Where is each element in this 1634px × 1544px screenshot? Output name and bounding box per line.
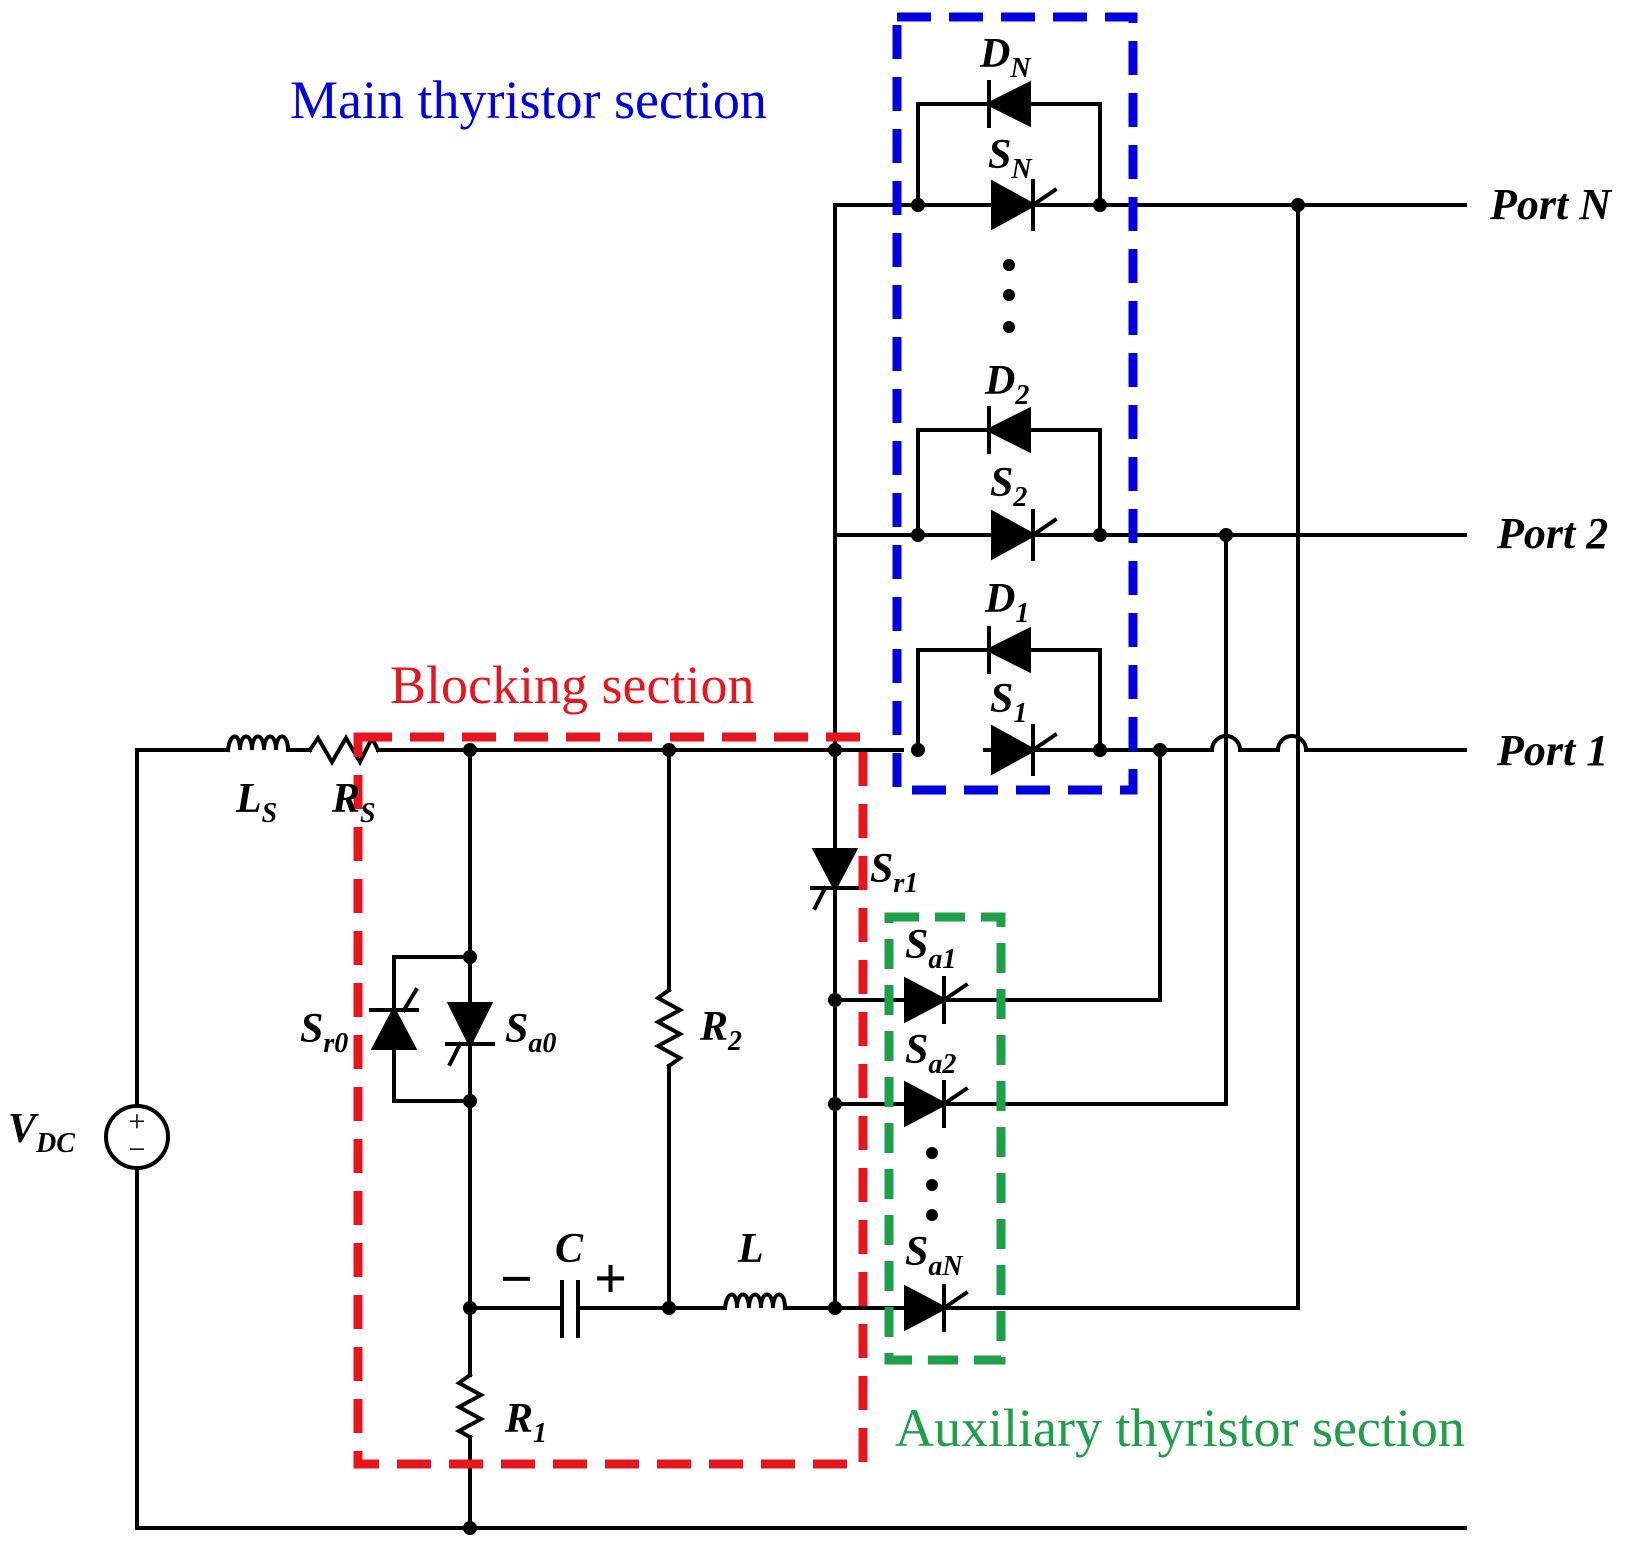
capacitor-c <box>560 1280 580 1338</box>
d2-sub: 2 <box>1014 380 1029 411</box>
inductor-ls <box>225 734 312 753</box>
vdc-label-sub: DC <box>35 1128 75 1159</box>
san-main: S <box>905 1229 928 1275</box>
ellipsis-aux <box>926 1147 938 1221</box>
main-section-title: Main thyristor section <box>290 70 767 130</box>
r1-sub: 1 <box>533 1418 547 1449</box>
vdc-label: VDC <box>8 1106 75 1159</box>
sa2-label: Sa2 <box>905 1027 956 1080</box>
capacitor-plus: + <box>594 1246 627 1311</box>
s2-label: S2 <box>990 460 1027 513</box>
r2-main: R <box>699 1004 728 1050</box>
sn-sub: N <box>1010 154 1033 185</box>
rs-main: R <box>331 776 360 822</box>
sa0-main: S <box>505 1006 528 1052</box>
sn-main: S <box>988 132 1011 178</box>
s1-sub: 1 <box>1013 698 1027 729</box>
dn-label: DN <box>979 31 1032 84</box>
port-2-label: Port 2 <box>1496 509 1608 558</box>
diode-d2 <box>983 406 1035 454</box>
r1-main: R <box>504 1396 533 1442</box>
s2-main: S <box>990 460 1013 506</box>
sa0-sub: a0 <box>528 1028 556 1059</box>
sr0-sub: r0 <box>323 1028 348 1059</box>
inductor-l <box>722 1292 788 1311</box>
d2-main: D <box>984 358 1015 404</box>
r2-sub: 2 <box>727 1026 742 1057</box>
main-section-box <box>892 12 1138 795</box>
d1-label: D1 <box>984 576 1029 629</box>
s1-main: S <box>990 676 1013 722</box>
san-sub: aN <box>928 1251 964 1282</box>
s2-sub: 2 <box>1012 482 1027 513</box>
sn-label: SN <box>988 132 1033 185</box>
sa2-main: S <box>905 1027 928 1073</box>
ls-sub: S <box>262 798 278 829</box>
ellipsis-main <box>1003 259 1015 333</box>
thyristor-s1 <box>983 724 1058 776</box>
sr0-main: S <box>300 1006 323 1052</box>
resistor-r2 <box>653 987 685 1069</box>
thyristor-sa1 <box>898 976 972 1024</box>
l-label: L <box>737 1226 764 1272</box>
sr1-sub: r1 <box>893 868 918 899</box>
thyristor-sn <box>983 179 1058 231</box>
d1-sub: 1 <box>1015 598 1029 629</box>
rs-label: RS <box>331 776 376 829</box>
d2-label: D2 <box>984 358 1029 411</box>
sa1-label: Sa1 <box>905 922 956 975</box>
thyristor-sa2 <box>898 1080 972 1128</box>
s1-label: S1 <box>990 676 1027 729</box>
sa1-main: S <box>905 922 928 968</box>
blocking-section-box <box>353 732 868 1469</box>
san-label: SaN <box>905 1229 964 1282</box>
resistor-r1 <box>454 1372 486 1440</box>
resistor-rs <box>307 733 381 767</box>
sr1-main: S <box>870 846 893 892</box>
port-1-label: Port 1 <box>1496 726 1608 775</box>
ls-label: LS <box>235 776 277 829</box>
sr1-label: Sr1 <box>870 846 918 899</box>
thyristor-sr0 <box>369 987 419 1074</box>
ls-main: L <box>235 776 262 822</box>
sa0-label: Sa0 <box>505 1006 556 1059</box>
port-n-label: Port N <box>1489 180 1613 229</box>
dn-main: D <box>979 31 1010 77</box>
r1-label: R1 <box>504 1396 547 1449</box>
rs-sub: S <box>360 798 376 829</box>
capacitor-minus: − <box>500 1246 533 1311</box>
thyristor-s2 <box>983 509 1058 561</box>
dn-sub: N <box>1009 53 1032 84</box>
source-minus: − <box>129 1133 146 1166</box>
auxiliary-section-title: Auxiliary thyristor section <box>895 1398 1465 1458</box>
sa1-sub: a1 <box>928 944 956 975</box>
thyristor-san <box>898 1284 972 1332</box>
c-label: C <box>555 1226 584 1272</box>
d1-main: D <box>984 576 1015 622</box>
auxiliary-section-box <box>884 912 1006 1365</box>
sr0-label: Sr0 <box>300 1006 348 1059</box>
sa2-sub: a2 <box>928 1049 956 1080</box>
thyristor-sr1 <box>810 844 860 911</box>
thyristor-sa0 <box>445 1002 495 1074</box>
blocking-section-title: Blocking section <box>390 655 754 715</box>
diode-dn <box>983 80 1035 128</box>
r2-label: R2 <box>699 1004 742 1057</box>
diode-d1 <box>983 626 1035 674</box>
source-plus: + <box>129 1105 146 1138</box>
vdc-label-main: V <box>8 1106 39 1152</box>
voltage-source: + − <box>104 1104 170 1170</box>
junction-dots <box>463 198 1305 1535</box>
